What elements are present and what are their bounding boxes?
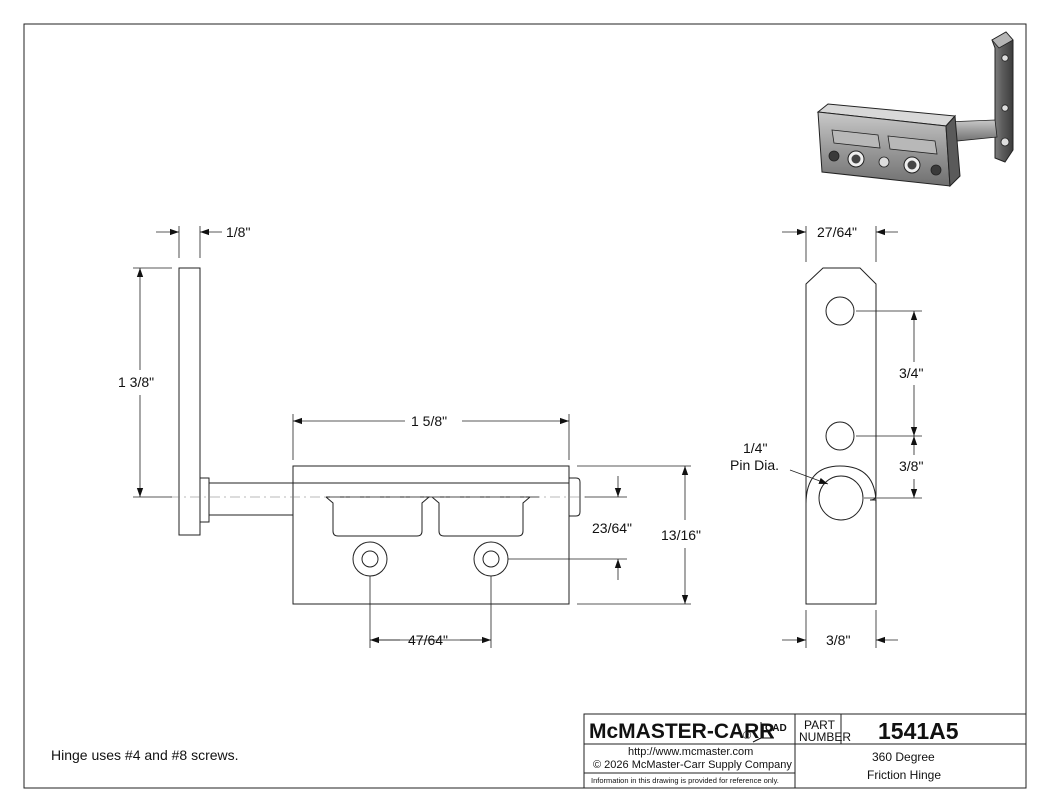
dim-pin-dia-value: 1/4" xyxy=(743,440,767,456)
dim-pin-dia-label: Pin Dia. xyxy=(730,457,779,473)
side-leaf-outline xyxy=(805,267,877,605)
front-body xyxy=(292,465,570,605)
side-view xyxy=(805,267,877,605)
side-pin-circle xyxy=(818,475,864,521)
dim-side-width: 27/64" xyxy=(817,224,857,240)
dim-body-height: 13/16" xyxy=(661,527,701,543)
dimension-lines xyxy=(133,226,922,648)
dim-side-pin-offset: 3/8" xyxy=(899,458,923,474)
front-leaf xyxy=(178,267,201,536)
front-hole-right xyxy=(473,541,509,577)
copyright: © 2026 McMaster-Carr Supply Company xyxy=(593,759,792,771)
company-url: http://www.mcmaster.com xyxy=(628,746,753,758)
dim-hole-height: 23/64" xyxy=(592,520,632,536)
brand-logo: McMASTER-CARR xyxy=(589,720,775,743)
dim-leaf-height: 1 3/8" xyxy=(118,374,154,390)
part-label-line1: PART xyxy=(804,718,836,732)
front-hole-left xyxy=(352,541,388,577)
side-hole-top xyxy=(825,296,855,326)
brand-registered-mark: ® xyxy=(743,730,751,742)
side-hole-mid xyxy=(825,421,855,451)
front-collar xyxy=(199,477,210,523)
disclaimer: Information in this drawing is provided … xyxy=(591,776,779,785)
cad-mark: CAD xyxy=(765,723,787,734)
dim-side-knuckle-width: 3/8" xyxy=(826,632,850,648)
dim-top-thickness: 1/8" xyxy=(226,224,250,240)
part-number: 1541A5 xyxy=(878,718,959,744)
front-view xyxy=(170,267,590,605)
sheet-border xyxy=(23,23,1027,789)
dim-hole-spacing: 47/64" xyxy=(408,632,448,648)
cad-icon xyxy=(752,722,774,743)
screw-note: Hinge uses #4 and #8 screws. xyxy=(51,747,239,763)
part-label-line2: NUMBER xyxy=(799,730,851,744)
description-line2: Friction Hinge xyxy=(867,768,941,782)
dim-body-length: 1 5/8" xyxy=(411,413,447,429)
isometric-view xyxy=(816,31,1014,188)
description-line1: 360 Degree xyxy=(872,750,935,764)
dim-side-hole-spacing: 3/4" xyxy=(899,365,923,381)
title-block xyxy=(583,713,1027,789)
